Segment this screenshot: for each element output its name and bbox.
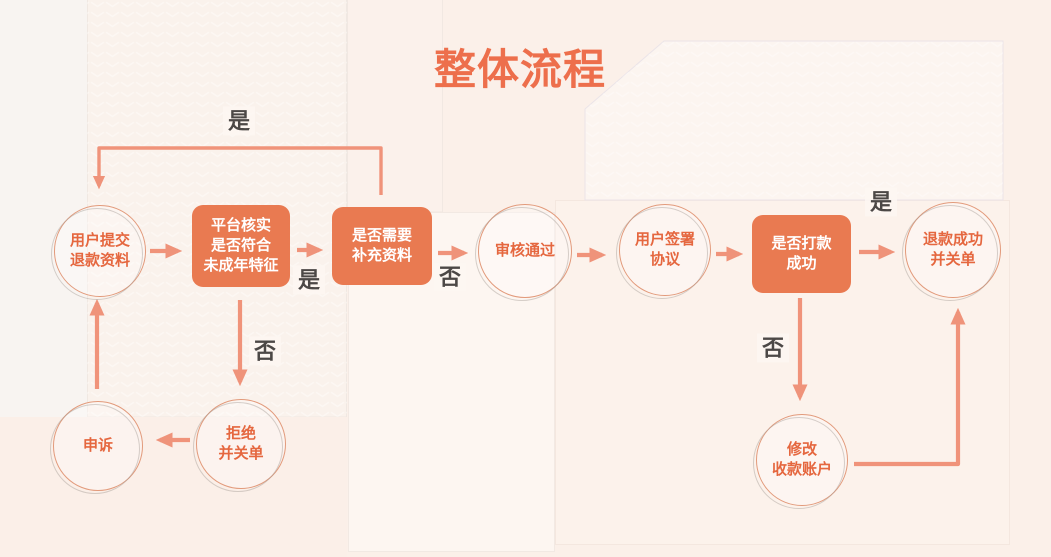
bg-pattern-top-right <box>585 41 1003 200</box>
node-user-sign-agreement: 用户签署 协议 <box>619 204 711 296</box>
label-payment-no: 否 <box>756 333 790 363</box>
node-label: 审核通过 <box>494 242 555 260</box>
page-title: 整体流程 <box>434 46 607 93</box>
node-refund-success-close: 退款成功 并关单 <box>905 202 1001 298</box>
node-label: 用户签署 协议 <box>634 231 695 268</box>
node-label: 修改 收款账户 <box>771 441 832 478</box>
label-loop-yes: 是 <box>222 106 256 136</box>
label-supplement-no: 否 <box>433 262 467 292</box>
node-submit-refund-materials: 用户提交 退款资料 <box>54 205 146 297</box>
arrow-loop-supplement-to-submit <box>92 146 383 195</box>
node-label: 是否打款 成功 <box>771 235 832 272</box>
bg-strip-left <box>0 0 87 417</box>
node-label: 申诉 <box>82 437 113 455</box>
node-label: 拒绝 并关单 <box>218 425 264 462</box>
node-appeal: 申诉 <box>53 401 143 491</box>
node-reject-close: 拒绝 并关单 <box>196 399 286 489</box>
arrow-modify-to-refund-done <box>854 307 966 467</box>
label-payment-yes: 是 <box>864 187 898 217</box>
node-review-passed: 审核通过 <box>478 204 572 298</box>
node-label: 平台核实 是否符合 未成年特征 <box>203 217 279 274</box>
node-platform-verify-minor: 平台核实 是否符合 未成年特征 <box>192 205 290 287</box>
node-label: 用户提交 退款资料 <box>69 232 130 269</box>
node-modify-receiving-account: 修改 收款账户 <box>756 414 848 506</box>
node-label: 退款成功 并关单 <box>922 231 983 268</box>
label-supplement-yes: 是 <box>292 265 326 295</box>
node-payment-success-check: 是否打款 成功 <box>752 215 851 293</box>
label-verify-no: 否 <box>248 336 282 366</box>
node-need-supplement-materials: 是否需要 补充资料 <box>332 207 432 285</box>
node-label: 是否需要 补充资料 <box>351 227 412 264</box>
